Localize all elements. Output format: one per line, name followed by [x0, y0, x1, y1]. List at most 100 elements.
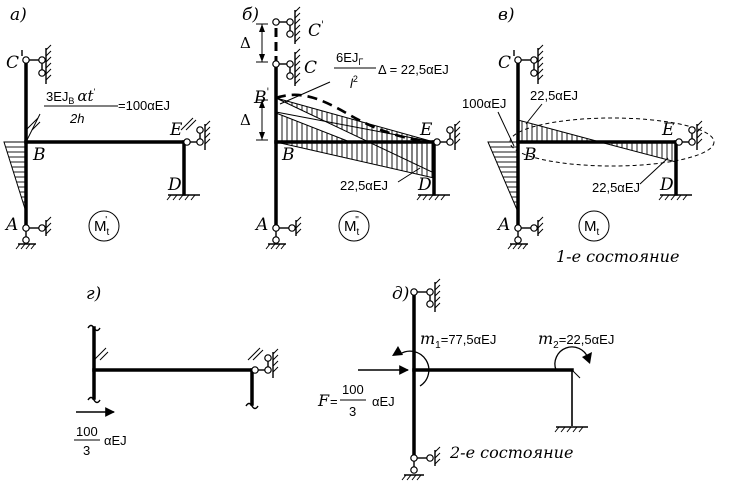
panel-b-formula-tail: Δ = 22,5αEJ: [378, 62, 449, 77]
panel-d-corner-tick: [571, 369, 581, 379]
panel-a-diagram-sub: t: [107, 227, 110, 238]
panel-v-leader-top: [525, 103, 543, 125]
panel-d-caption: 2-е состояние: [449, 443, 573, 462]
panel-b-node-c-prime: C': [308, 20, 324, 41]
panel-a-node-c: C: [6, 53, 19, 73]
panel-a-formula-result: =100αEJ: [118, 98, 170, 113]
panel-g-force-unit: αEJ: [104, 433, 127, 448]
panel-d-m1-label: m1=77,5αEJ: [420, 329, 496, 351]
svg-text:Mt: Mt: [584, 218, 600, 238]
panel-v-node-e: E: [661, 120, 675, 140]
panel-d-force-label: F = 100 3 αEJ: [317, 382, 395, 419]
panel-b-formula-den: l: [350, 76, 354, 91]
panel-v-diagram-main: M: [584, 218, 597, 235]
panel-d-m2-arrowhead: [582, 352, 592, 364]
panel-a-formula-prime: ': [94, 87, 96, 97]
panel-b: б): [240, 5, 461, 250]
panel-b-diagram-label: Mt": [338, 210, 370, 242]
panel-v-value-e: 22,5αEJ: [592, 180, 640, 195]
panel-d-support-right: [554, 426, 588, 433]
panel-v-leader-e: [639, 157, 669, 185]
panel-v-support-a: [507, 216, 544, 250]
svg-text:m2=22,5αEJ: m2=22,5αEJ: [538, 329, 614, 351]
panel-d-m1-value: =77,5αEJ: [441, 332, 497, 347]
panel-a-diagram-sup: ': [105, 215, 107, 226]
panel-g-force-num: 100: [76, 424, 98, 439]
panel-b-leader: [279, 81, 331, 105]
panel-a-formula-num: 3EJ: [46, 89, 68, 104]
panel-v-node-d: D: [659, 175, 674, 195]
svg-text:6EJГ: 6EJГ: [336, 50, 363, 67]
panel-g-title: г): [86, 284, 101, 304]
panel-b-node-c: C: [304, 58, 317, 78]
panel-b-support-d: [416, 194, 450, 201]
panel-b-delta-top: Δ: [240, 23, 268, 63]
panel-b-support-c: [272, 48, 301, 86]
panel-g-force-label: 100 3 αEJ: [74, 424, 127, 458]
panel-v-caption: 1-е состояние: [556, 247, 679, 266]
panel-g: г) 100 3: [74, 284, 279, 458]
panel-a-formula-den: 2h: [69, 111, 84, 126]
panel-d-f-eq: =: [330, 394, 338, 409]
panel-v-support-e: [675, 120, 703, 150]
panel-b-title: б): [242, 5, 259, 25]
panel-d-f-unit: αEJ: [372, 394, 395, 409]
panel-b-diagram-band: [275, 141, 435, 179]
panel-d-m2-name: m: [538, 329, 553, 348]
panel-a-formula-sub: В: [68, 96, 74, 106]
panel-v-value-left: 100αEJ: [462, 96, 506, 111]
panel-d-m2-label: m2=22,5αEJ: [538, 329, 614, 351]
panel-b-support-e: [433, 120, 461, 150]
panel-d-title: д): [392, 284, 409, 304]
panel-v-node-a: A: [496, 215, 510, 235]
panel-a-node-e: E: [169, 120, 183, 140]
panel-d-f-name: F: [317, 391, 330, 410]
panel-b-formula: 6EJГ l2 Δ = 22,5αEJ: [334, 50, 449, 91]
panel-d-f-den: 3: [349, 404, 356, 419]
panel-b-node-d: D: [417, 175, 432, 195]
svg-text:Mt": Mt": [344, 215, 360, 238]
panel-v-diagram-label: Mt: [578, 210, 610, 242]
panel-a-leader: [25, 113, 41, 143]
panel-d-support-bottom: [401, 446, 441, 481]
panel-d-support-top: [410, 278, 441, 312]
panel-b-diagram-sup: ": [355, 215, 359, 226]
panel-g-break-bottom: [87, 396, 101, 404]
panel-g-break-right: [245, 402, 259, 410]
panel-b-value-e: 22,5αEJ: [340, 178, 388, 193]
panel-a-title: а): [10, 5, 27, 25]
panel-v-value-top: 22,5αEJ: [530, 88, 578, 103]
panel-a-joint-b-hatch: [25, 117, 41, 131]
panel-b-node-a: A: [254, 215, 268, 235]
panel-d-m1-sub: 1: [435, 340, 441, 351]
panel-a-moment-diagram: [3, 141, 27, 213]
panel-v-support-c: [513, 44, 544, 84]
panel-v: в): [462, 5, 715, 266]
svg-text:l2: l2: [350, 74, 358, 91]
panel-b-deformed-beam: [275, 93, 431, 144]
panel-d-m1-arc: [399, 350, 430, 387]
panel-v-title: в): [498, 5, 515, 25]
panel-g-break-top: [87, 324, 101, 332]
panel-d-m1-arrowhead: [392, 346, 403, 356]
panel-v-leader-left: [497, 111, 515, 147]
panel-a-diagram-label: Mt': [88, 210, 120, 242]
panel-v-support-d: [658, 194, 692, 201]
svg-text:Mt': Mt': [94, 215, 110, 238]
panel-b-formula-sub: Г: [358, 57, 363, 67]
panel-b-node-e: E: [419, 120, 433, 140]
panel-b-support-a: [265, 216, 302, 250]
panel-b-diagram-sub: t: [357, 227, 360, 238]
panel-v-diagram-beam-right: [599, 141, 677, 163]
panel-b-delta-mid: Δ: [240, 99, 268, 141]
panel-v-diagram-column: [487, 141, 519, 213]
panel-b-node-b: B: [281, 145, 295, 165]
panel-a-node-a: A: [4, 215, 18, 235]
panel-v-diagram-sub: t: [597, 227, 600, 238]
panel-d-f-num: 100: [342, 382, 364, 397]
panel-v-diagram-beam-left: [517, 119, 601, 143]
panel-b-delta-mid-label: Δ: [240, 111, 251, 129]
